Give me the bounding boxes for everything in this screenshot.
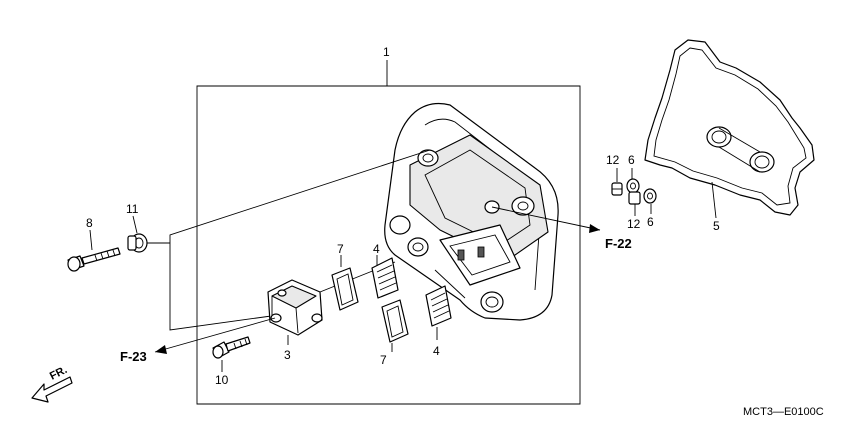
washer-upper <box>626 178 640 194</box>
cover-bolt <box>67 247 121 272</box>
callout-12-upper: 12 <box>606 153 620 167</box>
callout-6-upper: 6 <box>628 153 635 167</box>
leader-bracket <box>169 149 431 331</box>
callout-3: 3 <box>284 348 291 362</box>
leader-11-label <box>132 215 138 234</box>
sealing-washer <box>127 233 148 253</box>
reed-valve-lower <box>425 285 452 327</box>
arrow-f23 <box>155 345 167 354</box>
callout-10: 10 <box>215 373 229 387</box>
callout-5: 5 <box>713 219 720 233</box>
callout-4-lower: 4 <box>433 344 440 358</box>
washer-lower <box>643 188 657 204</box>
reed-valve-upper <box>371 257 399 299</box>
valve-gasket-upper <box>331 267 359 311</box>
callout-7-upper: 7 <box>337 242 344 256</box>
diagram-code: MCT3—E0100C <box>743 406 824 418</box>
valve-gasket-lower <box>381 299 409 343</box>
cylinder-head-cover <box>384 102 559 321</box>
pair-valve-cover <box>267 279 323 336</box>
leader-8 <box>89 229 93 251</box>
callout-12-lower: 12 <box>627 217 641 231</box>
callout-6-lower: 6 <box>647 215 654 229</box>
leader-cover-4b <box>434 269 466 299</box>
callout-11: 11 <box>126 202 139 216</box>
dowel-pin-lower <box>628 191 641 205</box>
arrow-f22 <box>589 224 600 233</box>
callout-7-lower: 7 <box>380 353 387 367</box>
leader-f23 <box>154 317 276 353</box>
leader-f22 <box>491 206 601 231</box>
ref-f22: F-22 <box>605 236 632 251</box>
valve-bolt <box>212 336 251 359</box>
callout-8: 8 <box>86 216 93 230</box>
leader-5 <box>711 181 717 219</box>
callout-1: 1 <box>383 45 390 59</box>
dowel-pin-upper <box>611 182 623 196</box>
assembly-frame <box>196 85 581 405</box>
ref-f23: F-23 <box>120 349 147 364</box>
head-cover-gasket <box>644 39 815 216</box>
callout-4-upper: 4 <box>373 242 380 256</box>
front-direction-arrow <box>31 376 73 403</box>
